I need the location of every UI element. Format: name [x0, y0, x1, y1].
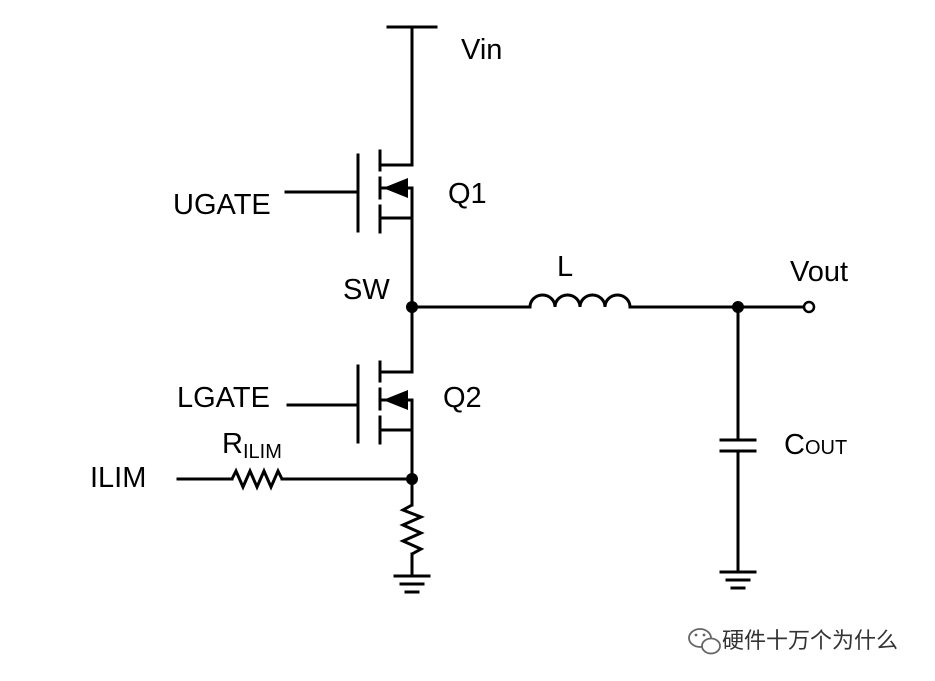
output-capacitor: [719, 305, 757, 574]
watermark-text: 硬件十万个为什么: [722, 629, 898, 654]
sense-resistor: [399, 477, 425, 578]
ilim-label: ILIM: [90, 462, 146, 494]
rilim-label-sub: ILIM: [243, 441, 282, 463]
q1-label: Q1: [448, 178, 487, 210]
watermark: 硬件十万个为什么: [688, 628, 898, 655]
sw-label: SW: [343, 274, 390, 306]
q2-label: Q2: [443, 382, 482, 414]
cout-label-main: C: [784, 429, 805, 461]
vout-label: Vout: [790, 256, 848, 288]
cout-label: COUT: [784, 429, 847, 461]
rilim-resistor: [176, 467, 418, 491]
cout-label-sub: OUT: [805, 437, 847, 459]
sense-ground-icon: [393, 574, 431, 594]
wechat-icon: [688, 628, 721, 655]
lgate-label: LGATE: [177, 382, 270, 414]
q1-mosfet: [284, 149, 414, 234]
capacitor-ground-icon: [719, 570, 757, 590]
sw-node-wire: [406, 216, 418, 374]
inductor-label: L: [557, 251, 573, 283]
vin-rail: [386, 25, 438, 167]
inductor-l: [410, 293, 805, 309]
vin-label: Vin: [461, 34, 502, 66]
ugate-label: UGATE: [173, 189, 271, 221]
rilim-label-main: R: [222, 428, 243, 460]
rilim-label: RILIM: [222, 428, 282, 463]
q2-mosfet: [286, 360, 414, 480]
